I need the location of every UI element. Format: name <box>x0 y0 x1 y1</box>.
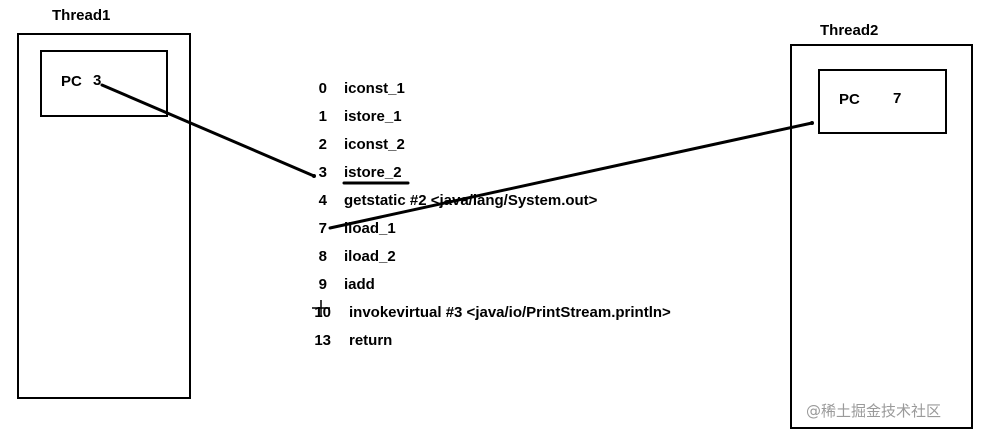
bytecode-instruction: invokevirtual #3 <java/io/PrintStream.pr… <box>349 304 671 321</box>
thread2-pc-label: PC <box>839 91 860 108</box>
thread2-title: Thread2 <box>820 22 879 39</box>
bytecode-instruction: getstatic #2 <java/lang/System.out> <box>344 192 598 209</box>
thread2-pc-register <box>818 69 947 134</box>
bytecode-instruction: return <box>349 332 393 349</box>
thread1-pc-register <box>40 50 168 117</box>
bytecode-offset: 4 <box>318 192 327 209</box>
bytecode-offset: 3 <box>318 164 327 181</box>
watermark: @稀土掘金技术社区 <box>806 402 942 420</box>
bytecode-offset: 10 <box>314 304 331 321</box>
bytecode-instruction: iconst_2 <box>344 136 405 153</box>
bytecode-instruction: iload_2 <box>344 248 396 265</box>
bytecode-instruction: iload_1 <box>344 220 396 237</box>
thread1-box <box>17 33 191 399</box>
thread2-pc-value: 7 <box>893 90 902 107</box>
thread1-title: Thread1 <box>52 7 111 24</box>
bytecode-instruction: iadd <box>344 276 375 293</box>
bytecode-offset: 1 <box>318 108 327 125</box>
bytecode-offset: 0 <box>318 80 327 97</box>
bytecode-offset: 8 <box>318 248 327 265</box>
bytecode-instruction: iconst_1 <box>344 80 405 97</box>
thread2-box <box>790 44 973 429</box>
thread1-pc-value: 3 <box>93 72 102 89</box>
bytecode-offset: 2 <box>318 136 327 153</box>
bytecode-instruction: istore_1 <box>344 108 402 125</box>
thread1-pc-label: PC <box>61 73 82 90</box>
bytecode-instruction: istore_2 <box>344 164 402 181</box>
bytecode-offset: 7 <box>318 220 327 237</box>
bytecode-offset: 9 <box>318 276 327 293</box>
bytecode-offset: 13 <box>314 332 331 349</box>
